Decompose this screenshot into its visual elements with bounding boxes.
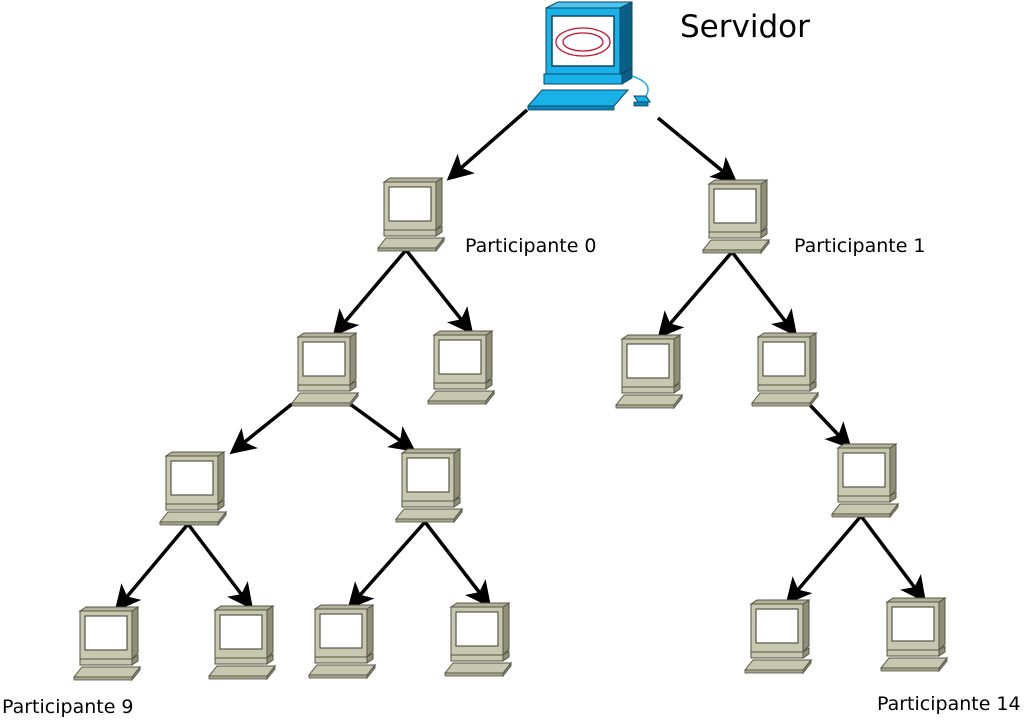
edge-n1-n6 [348,402,416,452]
desktop-computer-icon [73,606,141,681]
edge-n4-n7 [807,402,852,450]
server-computer-icon [526,1,651,111]
desktop-computer-icon [880,597,948,672]
node-level4-b [208,605,276,680]
node-level4-e [744,599,812,674]
node-level3-b [395,448,463,523]
server-label: Servidor [680,9,810,45]
node-level2-c [615,334,683,409]
edge-n6-n9 [347,520,427,610]
node-level3-c [831,443,899,518]
desktop-computer-icon [308,604,376,679]
edge-n5-n8 [186,522,254,610]
desktop-computer-icon [444,602,512,677]
desktop-computer-icon [208,605,276,680]
edge-server-p0 [446,108,529,181]
desktop-computer-icon [377,177,445,252]
edge-server-p1 [656,116,738,184]
edge-n6-n10 [423,520,492,608]
participant-9-label: Participante 9 [2,696,134,718]
node-participante-9 [73,606,141,681]
node-level2-b [427,330,495,405]
desktop-computer-icon [395,448,463,523]
desktop-computer-icon [744,599,812,674]
edge-p0-n1 [332,248,408,337]
edge-n1-n5 [229,402,294,455]
edge-n7-n11 [785,514,863,605]
node-level4-c [308,604,376,679]
desktop-computer-icon [702,179,770,254]
edge-p1-n4 [730,250,798,337]
edge-n7-p14 [859,514,927,603]
node-participante-0 [377,177,445,252]
node-level3-a [159,451,227,526]
participant-1-label: Participante 1 [794,235,926,257]
desktop-computer-icon [615,334,683,409]
node-participante-1 [702,179,770,254]
node-level2-d [751,332,819,407]
participant-14-label: Participante 14 [877,693,1021,715]
desktop-computer-icon [159,451,227,526]
desktop-computer-icon [831,443,899,518]
desktop-computer-icon [427,330,495,405]
node-level4-d [444,602,512,677]
edge-n5-p9 [114,522,190,612]
node-level2-a [291,332,359,407]
edge-p1-n3 [657,250,734,339]
desktop-computer-icon [751,332,819,407]
edge-p0-n2 [404,248,474,335]
edges [114,108,927,612]
participant-0-label: Participante 0 [465,235,597,257]
desktop-computer-icon [291,332,359,407]
node-participante-14 [880,597,948,672]
